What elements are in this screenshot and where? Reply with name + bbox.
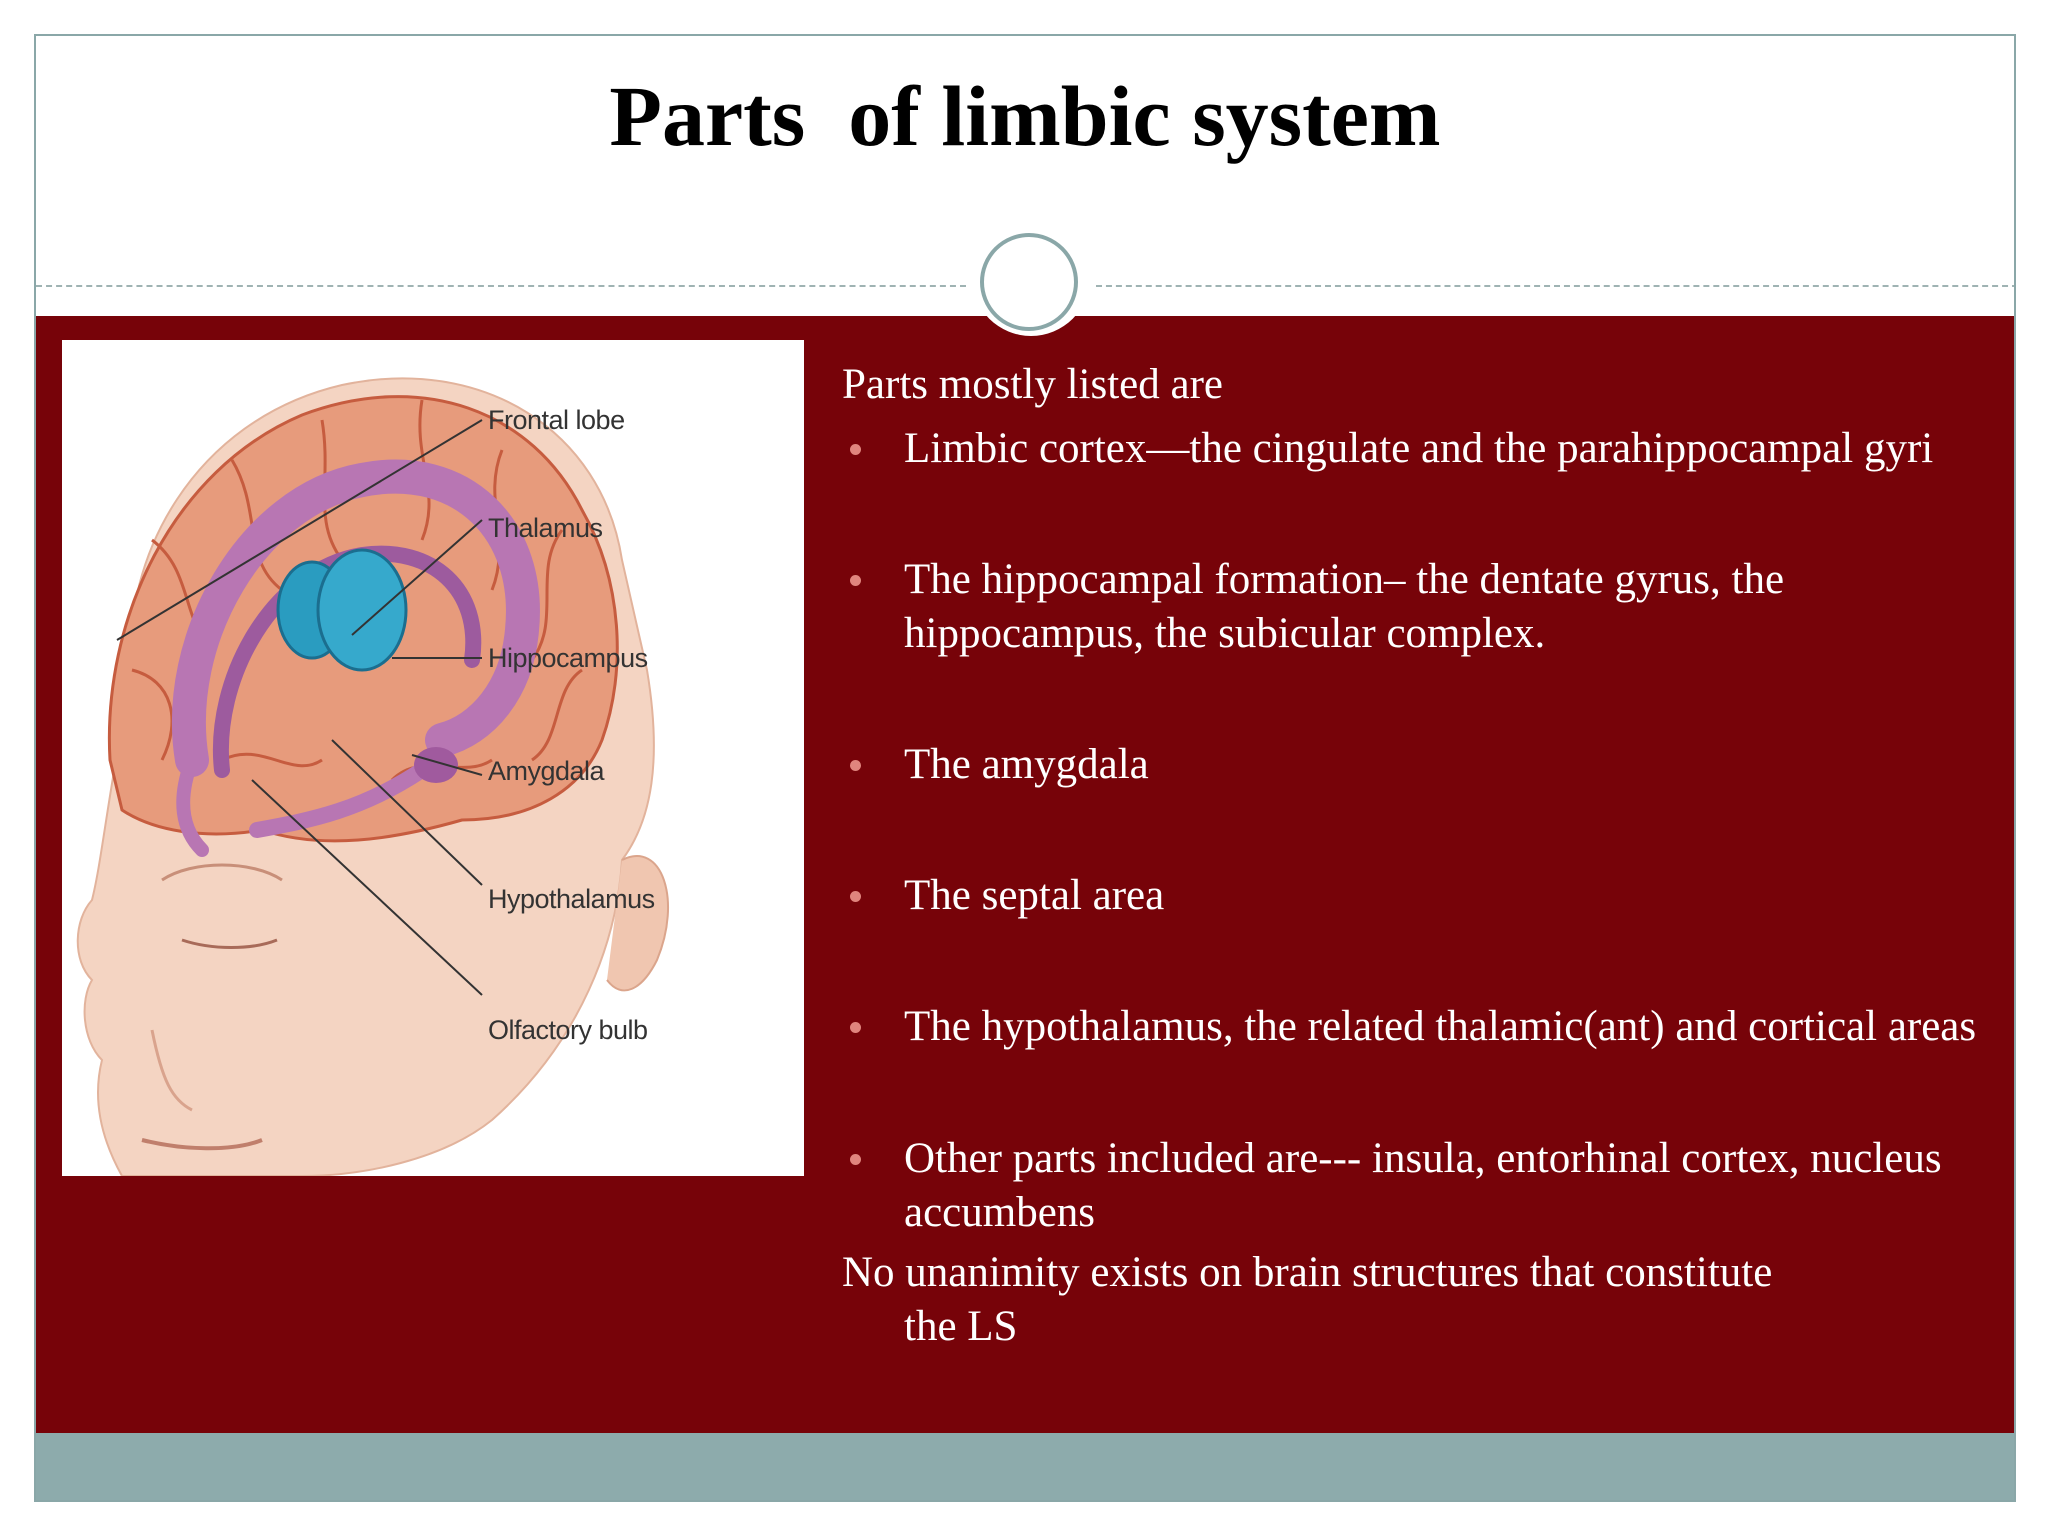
list-item: The hippocampal formation– the dentate g… xyxy=(842,553,2002,661)
brain-diagram: Frontal lobe Thalamus Hippocampus Amygda… xyxy=(76,377,669,1176)
list-item: The septal area xyxy=(842,869,2002,923)
bullet-icon xyxy=(850,444,861,455)
list-item-text: The amygdala xyxy=(904,741,1149,788)
eyebrow-left xyxy=(161,863,283,882)
closing-note-line-1: No unanimity exists on brain structures … xyxy=(842,1249,1773,1296)
leader-amygdala xyxy=(411,754,483,776)
amygdala-shape xyxy=(414,747,458,783)
list-item: The hypothalamus, the related thalamic(a… xyxy=(842,1000,2002,1054)
slide-title: Parts of limbic system xyxy=(609,68,1441,164)
nose-line xyxy=(150,1029,193,1112)
label-olfactory-bulb: Olfactory bulb xyxy=(488,1015,648,1045)
title-divider-left xyxy=(36,285,966,287)
footer-band xyxy=(36,1433,2014,1500)
title-divider-right xyxy=(1096,285,2014,287)
bullet-icon xyxy=(850,1022,861,1033)
slide-body: Parts mostly listed are Limbic cortex—th… xyxy=(842,358,2002,1354)
label-frontal-lobe: Frontal lobe xyxy=(488,405,625,435)
list-item: The amygdala xyxy=(842,738,2002,792)
closing-note: No unanimity exists on brain structures … xyxy=(842,1246,2002,1354)
leader-thalamus xyxy=(351,519,483,636)
list-item: Other parts included are--- insula, ento… xyxy=(842,1132,2002,1240)
list-item-text: The hippocampal formation– the dentate g… xyxy=(904,556,1785,657)
slide: Parts of limbic system xyxy=(34,34,2016,1502)
list-item-text: Other parts included are--- insula, ento… xyxy=(904,1135,1942,1236)
bullet-icon xyxy=(850,891,861,902)
limbic-system-illustration: Frontal lobe Thalamus Hippocampus Amygda… xyxy=(62,340,804,1176)
list-item-text: The septal area xyxy=(904,872,1165,919)
label-hippocampus: Hippocampus xyxy=(488,643,648,673)
label-thalamus: Thalamus xyxy=(488,513,603,543)
olfactory-tract xyxy=(176,753,209,857)
ear-shape xyxy=(606,855,669,992)
divider-ring-icon xyxy=(980,233,1078,331)
bullet-icon xyxy=(850,760,861,771)
label-amygdala: Amygdala xyxy=(488,756,606,786)
thalamus-right-shape xyxy=(316,548,408,672)
leader-frontal-lobe xyxy=(116,419,483,641)
eye-left xyxy=(181,938,278,949)
hippocampus-shape xyxy=(249,762,430,838)
leader-olfactory-bulb xyxy=(251,779,483,996)
intro-text: Parts mostly listed are xyxy=(842,361,1223,408)
label-hypothalamus: Hypothalamus xyxy=(488,884,655,914)
mouth-line xyxy=(141,1138,263,1151)
closing-note-line-2: the LS xyxy=(904,1303,1018,1350)
bullet-icon xyxy=(850,575,861,586)
bullet-icon xyxy=(850,1154,861,1165)
list-item-text: Limbic cortex—the cingulate and the para… xyxy=(904,425,1934,472)
cingulate-gyrus xyxy=(171,459,540,777)
list-item-text: The hypothalamus, the related thalamic(a… xyxy=(904,1003,1977,1050)
parts-list: Limbic cortex—the cingulate and the para… xyxy=(842,422,2002,1240)
leader-hypothalamus xyxy=(331,739,483,886)
list-item: Limbic cortex—the cingulate and the para… xyxy=(842,422,2002,476)
